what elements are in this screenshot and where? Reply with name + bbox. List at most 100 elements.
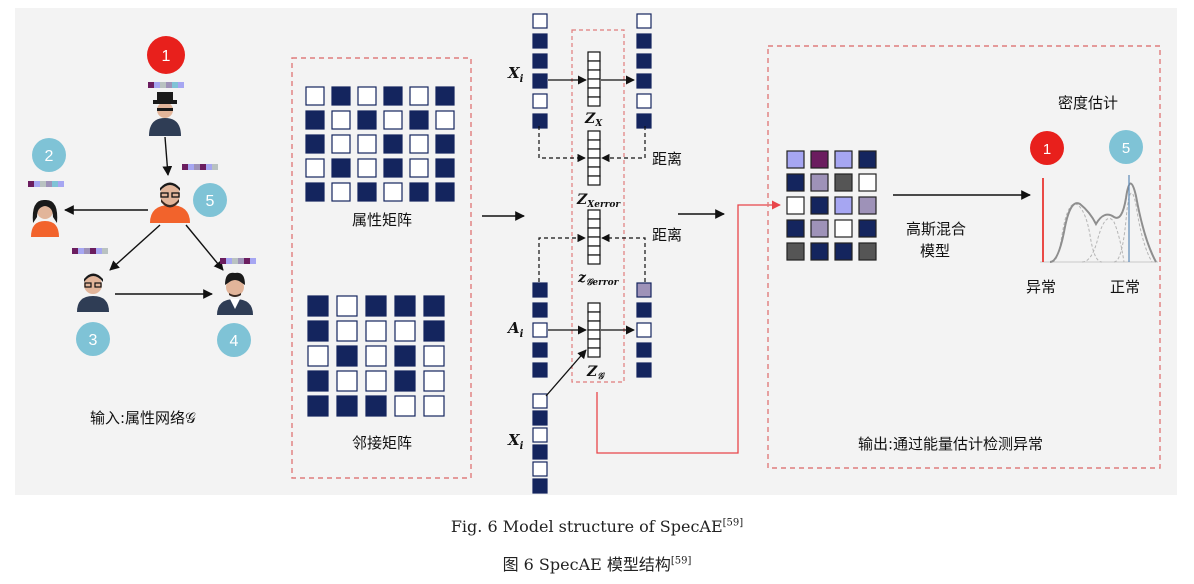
distance-label-top: 距离 <box>652 150 682 168</box>
matrix-cell <box>587 311 601 322</box>
latent-zg <box>587 302 601 358</box>
red-connector <box>596 200 781 454</box>
vector-xi-recon <box>636 13 652 129</box>
matrix-cell <box>587 130 601 141</box>
latent-panel-border <box>571 29 625 383</box>
matrix-cell <box>336 320 358 342</box>
matrix-cell <box>532 73 548 89</box>
edge-1-5 <box>162 136 173 176</box>
matrix-cell <box>858 196 877 215</box>
matrix-cell <box>357 182 377 202</box>
matrix-cell <box>587 236 601 247</box>
svg-text:3: 3 <box>89 332 98 349</box>
attribute-bar-4 <box>220 258 256 264</box>
matrix-cell <box>383 110 403 130</box>
vector-ai <box>532 282 548 378</box>
matrix-cell <box>357 158 377 178</box>
svg-text:2: 2 <box>45 148 54 165</box>
node-4: 4 <box>217 323 251 357</box>
matrix-cell <box>336 395 358 417</box>
label-zx: ZX <box>584 111 603 129</box>
matrix-cell <box>305 86 325 106</box>
matrix-cell <box>409 86 429 106</box>
matrix-cell <box>587 329 601 340</box>
matrix-cell <box>365 320 387 342</box>
matrix-cell <box>435 158 455 178</box>
matrix-cell <box>786 196 805 215</box>
matrix-cell <box>587 157 601 168</box>
label-zx-error: ZXerror <box>576 192 621 210</box>
matrix-cell <box>357 134 377 154</box>
matrix-cell <box>786 242 805 261</box>
matrix-cell <box>532 113 548 129</box>
edge-5-3 <box>109 224 161 271</box>
matrix-cell <box>587 69 601 80</box>
latent-zg-error <box>587 209 601 265</box>
matrix-cell <box>383 182 403 202</box>
matrix-cell <box>786 150 805 169</box>
node-2: 2 <box>32 138 66 172</box>
matrix-cell <box>810 173 829 192</box>
matrix-cell <box>394 295 416 317</box>
adjacency-matrix <box>307 295 445 417</box>
matrix-cell <box>786 173 805 192</box>
node-5: 5 <box>193 183 227 217</box>
matrix-cell <box>394 320 416 342</box>
matrix-cell <box>587 347 601 358</box>
matrix-cell <box>636 93 652 109</box>
matrix-cell <box>435 110 455 130</box>
matrix-cell <box>423 345 445 367</box>
matrix-cell <box>409 182 429 202</box>
attribute-matrix-label: 属性矩阵 <box>352 211 412 229</box>
vector-xi-bottom <box>532 393 548 494</box>
encoder-arrows <box>545 75 635 397</box>
svg-text:1: 1 <box>1043 141 1051 158</box>
matrix-cell <box>786 219 805 238</box>
matrix-cell <box>587 60 601 71</box>
output-panel-border <box>767 45 1161 469</box>
matrix-cell <box>423 370 445 392</box>
normal-label: 正常 <box>1110 278 1140 296</box>
input-panel-border <box>291 57 472 479</box>
svg-text:4: 4 <box>230 333 239 350</box>
matrix-cell <box>435 86 455 106</box>
matrix-cell <box>307 345 329 367</box>
matrix-cell <box>423 320 445 342</box>
matrix-cell <box>365 295 387 317</box>
matrix-cell <box>587 175 601 186</box>
matrix-cell <box>435 134 455 154</box>
matrix-cell <box>587 302 601 313</box>
matrix-cell <box>365 395 387 417</box>
matrix-cell <box>587 87 601 98</box>
matrix-cell <box>636 302 652 318</box>
matrix-cell <box>532 393 548 409</box>
matrix-cell <box>307 320 329 342</box>
matrix-cell <box>532 444 548 460</box>
matrix-cell <box>587 139 601 150</box>
attribute-matrix <box>305 86 455 202</box>
matrix-cell <box>858 150 877 169</box>
person-icon-2 <box>31 199 59 237</box>
attribute-bar-3 <box>72 248 108 254</box>
matrix-cell <box>636 33 652 49</box>
svg-text:1: 1 <box>162 48 171 65</box>
edge-5-4 <box>185 224 224 271</box>
matrix-cell <box>307 370 329 392</box>
attribute-bar-5 <box>182 164 218 170</box>
latent-zx <box>587 51 601 107</box>
attribute-bar-2 <box>28 181 64 187</box>
label-zg: Z𝒢 <box>586 364 605 382</box>
person-icon-1 <box>149 92 181 136</box>
matrix-cell <box>532 302 548 318</box>
matrix-cell <box>365 345 387 367</box>
matrix-cell <box>331 158 351 178</box>
matrix-cell <box>587 148 601 159</box>
label-xi-top: Xi <box>507 64 524 85</box>
density-label: 密度估计 <box>1058 94 1118 112</box>
matrix-cell <box>305 110 325 130</box>
anomaly-label: 异常 <box>1026 278 1056 296</box>
matrix-cell <box>305 182 325 202</box>
normal-node: 5 <box>1109 130 1143 164</box>
matrix-cell <box>365 370 387 392</box>
matrix-cell <box>331 110 351 130</box>
